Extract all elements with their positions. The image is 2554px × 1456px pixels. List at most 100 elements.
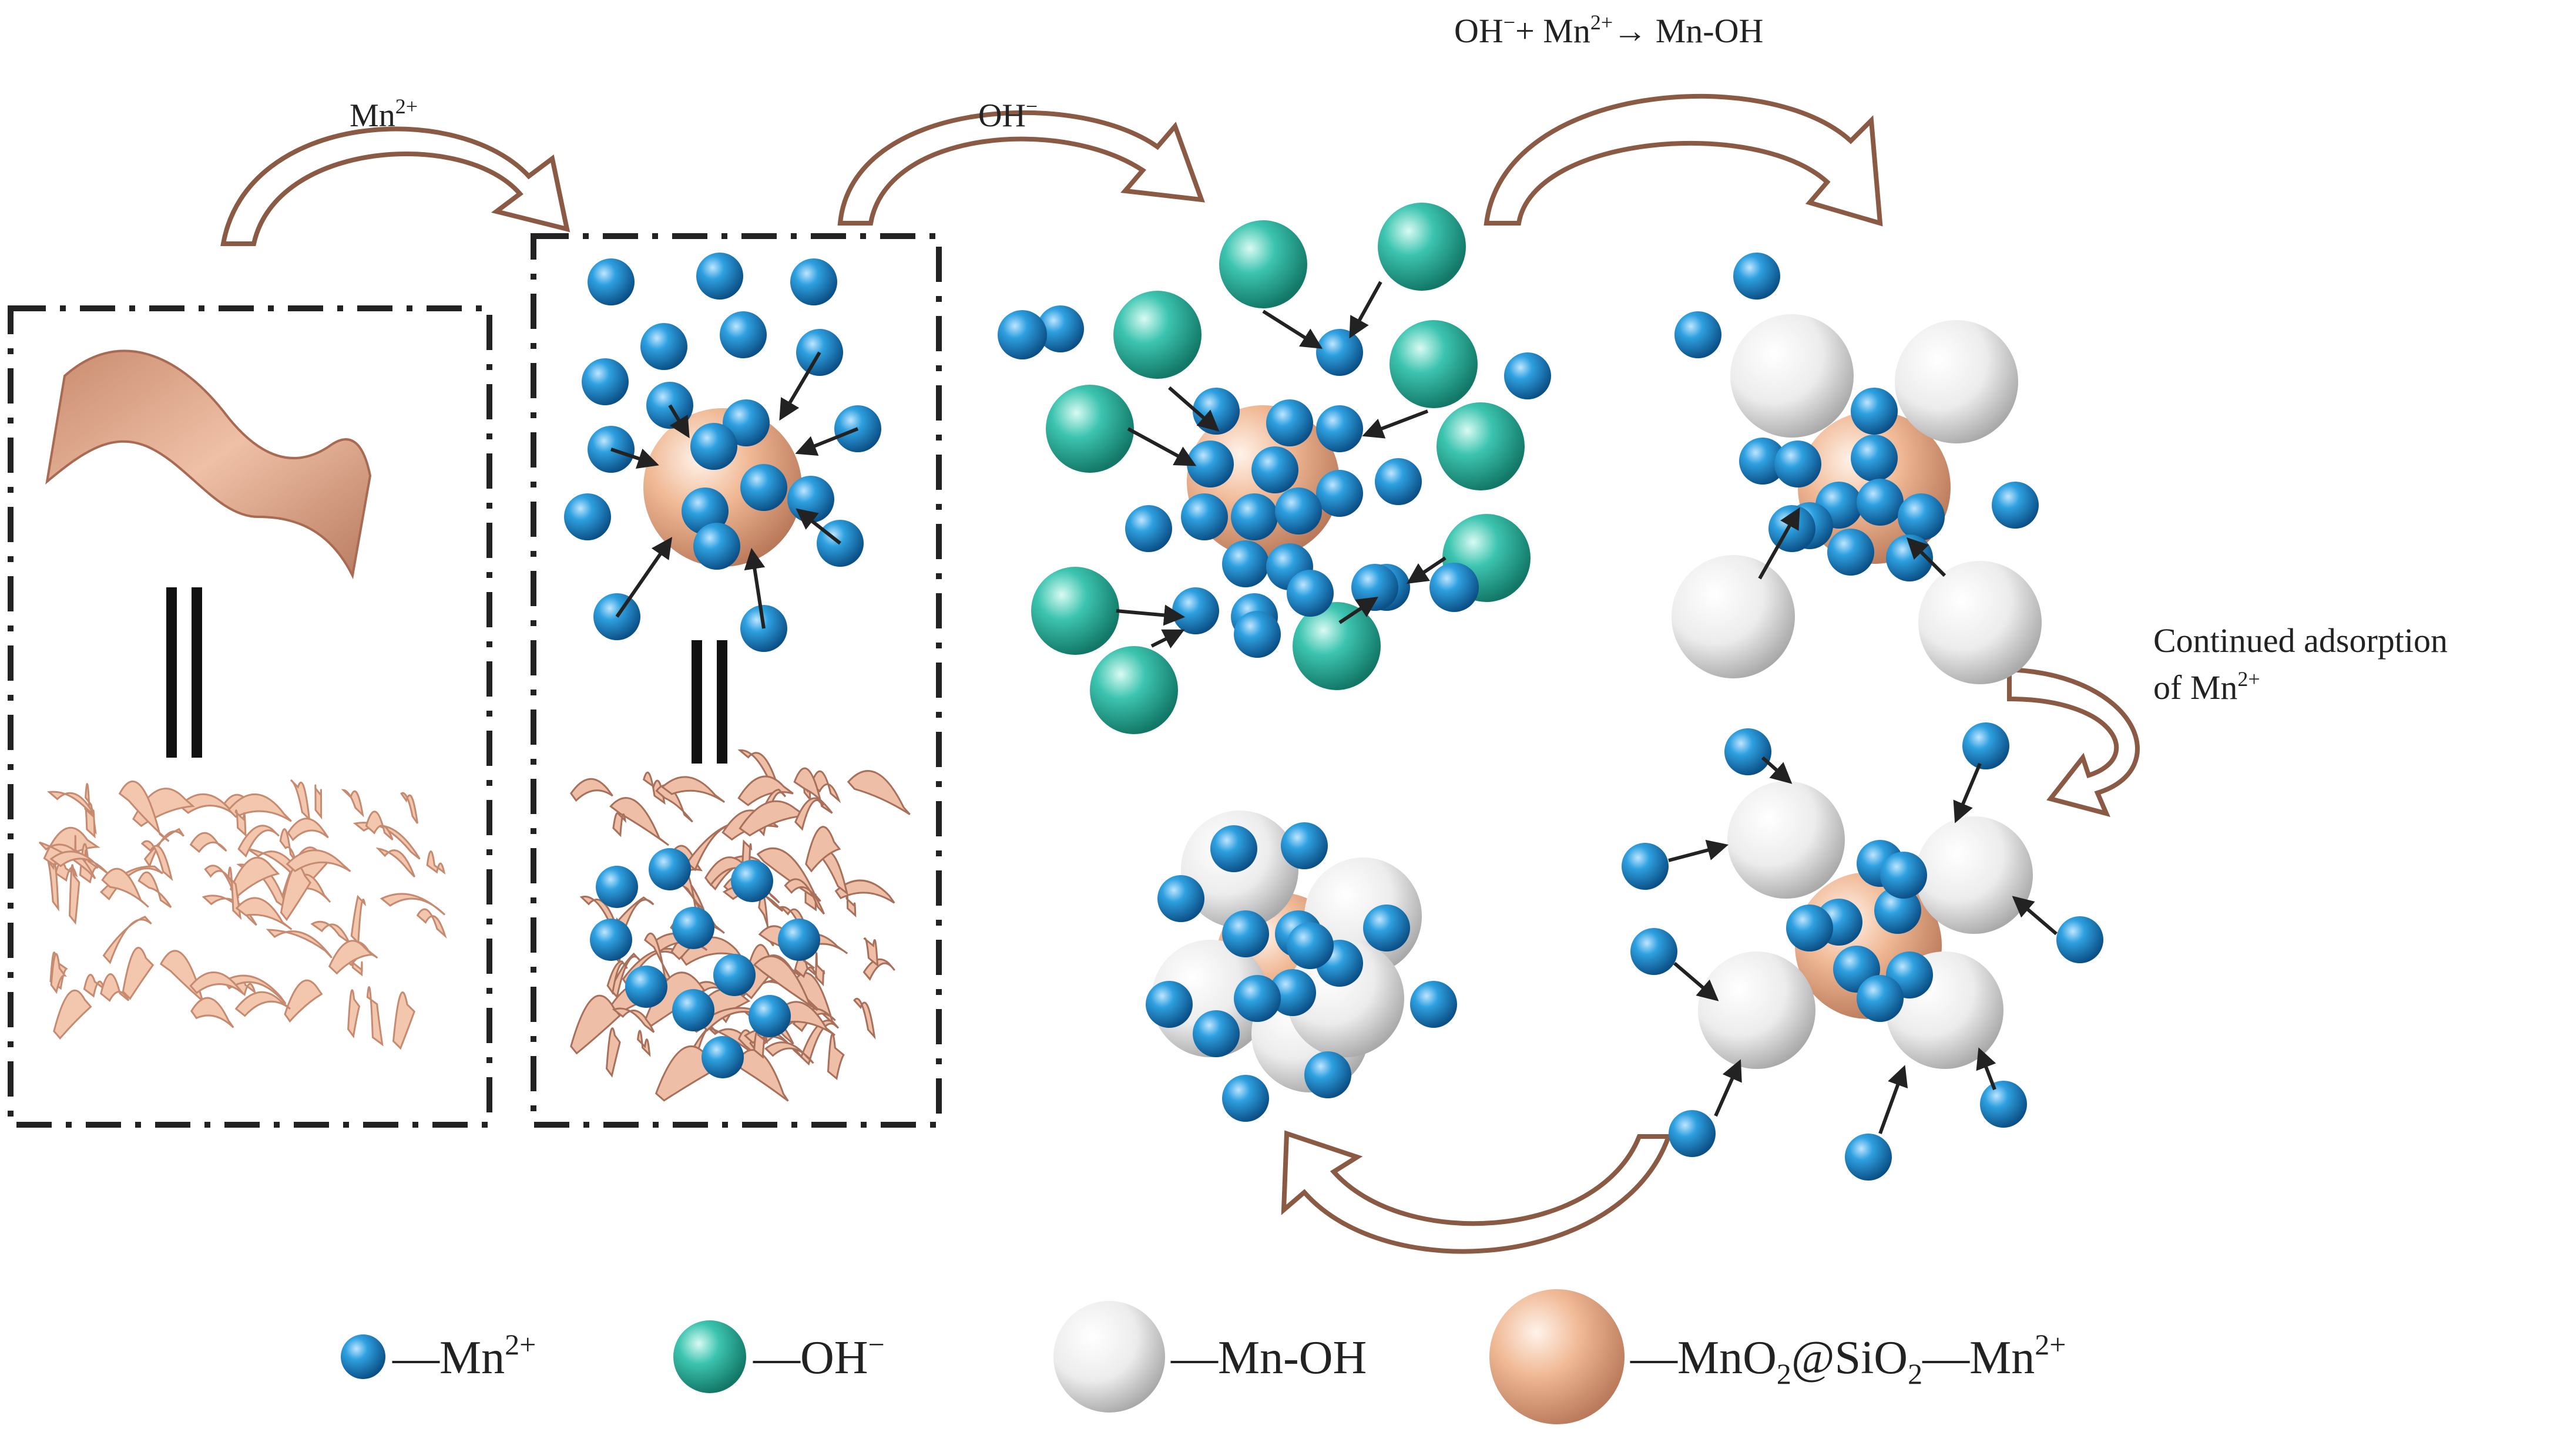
mn-ion (1187, 441, 1234, 487)
mn-ion (640, 323, 687, 370)
mn-ion (1363, 904, 1410, 951)
mn-ion (998, 310, 1047, 359)
sheet-ribbon (84, 806, 96, 839)
mn-ion (1210, 825, 1257, 872)
adsorption-arrow (1761, 756, 1793, 784)
sheet-ribbon (794, 797, 824, 831)
sheet-ribbon (235, 897, 293, 930)
sheet-ribbon (739, 800, 808, 837)
mn-ion (790, 258, 837, 305)
sheet-ribbon (800, 1020, 839, 1066)
sheet-ribbon (380, 893, 446, 916)
mn-oh-particle (1915, 816, 2033, 934)
sheet-ribbon (606, 960, 628, 996)
sheet-ribbon (284, 979, 323, 1023)
sheet-ribbon (229, 856, 280, 897)
mn-ion (1146, 981, 1193, 1028)
sheet-ribbon (570, 994, 622, 1055)
sheet-ribbon (815, 952, 825, 987)
mn-ion (1980, 1081, 2027, 1128)
sheet-ribbon (400, 792, 418, 824)
mn-ion-on-sheet (778, 919, 820, 961)
oh-ion (1046, 385, 1134, 473)
sheet-ribbon (122, 947, 155, 1000)
graphene-sheet (45, 349, 372, 580)
adsorption-arrow (1673, 961, 1719, 1001)
sheet-ribbon (827, 1033, 845, 1080)
mn-ion (1786, 904, 1833, 951)
mn-ion (1037, 305, 1084, 352)
mn-ion (582, 358, 629, 405)
mn-ion (693, 523, 740, 570)
mn-ion (1851, 435, 1898, 482)
mn-ion (1857, 479, 1904, 526)
sheet-ribbon (862, 958, 895, 981)
legend-mn-oh-label: —Mn-OH (1170, 1332, 1367, 1384)
sheet-ribbon (69, 864, 80, 925)
oh-ion (1113, 291, 1202, 379)
oh-ion (1293, 602, 1381, 690)
legend-mn-label: —Mn2+ (392, 1328, 536, 1384)
mn-oh-particle (1730, 314, 1854, 438)
oh-ion (1219, 220, 1307, 308)
mn-ion (1157, 875, 1204, 922)
mn-ion (1880, 852, 1927, 899)
sheet-ribbon (609, 797, 669, 846)
sheet-ribbon (606, 1027, 621, 1078)
sheet-ribbon (53, 989, 92, 1040)
adsorption-arrow (1953, 762, 1982, 823)
mn-ion-on-sheet (649, 848, 691, 890)
legend-oh-label: —OH− (753, 1328, 885, 1384)
mn-ion (1827, 529, 1874, 576)
mn-ion (564, 493, 611, 540)
mn-ion (588, 258, 635, 305)
sheet-ribbon (49, 850, 108, 874)
adsorption-arrow (1906, 537, 1946, 577)
oh-ion (1390, 320, 1478, 408)
legend-mn-ion-icon (341, 1334, 385, 1379)
sheet-ribbon (392, 991, 415, 1050)
adsorption-arrow (1168, 386, 1220, 432)
mn-ion (1269, 969, 1316, 1016)
sheet-ribbon (290, 779, 311, 822)
mn-ion (1410, 981, 1457, 1028)
mn-oh-particle (1727, 781, 1845, 899)
adsorption-arrow (779, 351, 821, 421)
sheet-ribbon (375, 847, 415, 877)
mn-ion (720, 311, 767, 358)
mn-ion (1287, 570, 1334, 617)
adsorption-arrow (610, 448, 659, 469)
mn-ion (1874, 887, 1921, 934)
sheet-ribbon (570, 778, 613, 802)
legend-composite-icon (1489, 1289, 1625, 1424)
sheet-ribbon (661, 776, 726, 803)
sheet-ribbon (612, 812, 627, 838)
sheet-network (39, 779, 447, 1050)
mn-ion (1962, 722, 2009, 769)
sheet-ribbon (341, 789, 364, 818)
mn-ion-on-sheet (625, 966, 667, 1008)
oh-ion (1437, 402, 1525, 490)
adsorption-arrow (1116, 604, 1186, 626)
legend-oh-ion-icon (673, 1320, 746, 1393)
mn-ion (1222, 540, 1269, 587)
equals-sign-1 (166, 587, 202, 758)
composite-particle (643, 408, 802, 567)
mn-ion (1429, 563, 1479, 612)
sheet-ribbon (137, 871, 172, 909)
flow-arrow-reaction (1484, 93, 1883, 227)
sheet-ribbon (189, 971, 244, 994)
sheet-ribbon (328, 940, 374, 975)
continued-label-line1: Continued adsorption (2153, 621, 2448, 660)
mn-ion (696, 253, 743, 300)
adsorption-arrow (1714, 1059, 1742, 1117)
mn-ion (1231, 493, 1278, 540)
sheet-ribbon (237, 825, 280, 858)
mn-ion-on-sheet (596, 866, 638, 908)
sheet-ribbon (365, 811, 394, 840)
mn-ion (723, 399, 770, 446)
mn-ion (1316, 405, 1363, 452)
legend: —Mn2+ —OH− —Mn-OH —MnO2@SiO2—Mn2+ (341, 1289, 2066, 1424)
mn-ion (1287, 922, 1334, 969)
mn-ion (1222, 910, 1269, 957)
